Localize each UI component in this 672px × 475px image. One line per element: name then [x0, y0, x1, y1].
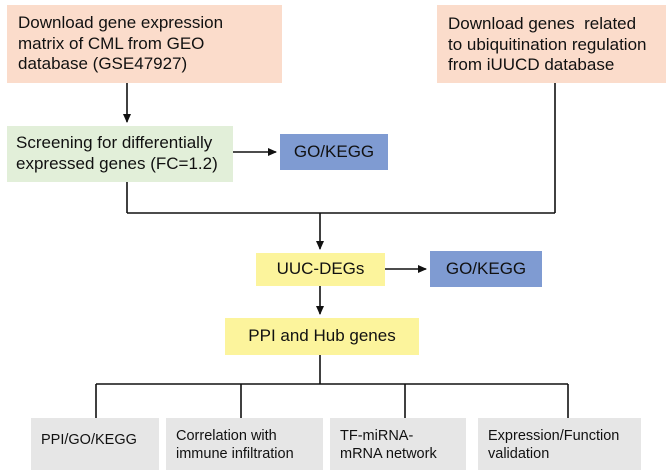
- bottom-box-line: Correlation with: [176, 428, 277, 444]
- geo-download-line: matrix of CML from GEO: [18, 33, 205, 53]
- immune-infiltration-box: Correlation with immune infiltration: [166, 418, 323, 470]
- screening-line: Screening for differentially: [16, 133, 213, 152]
- go-kegg-label: GO/KEGG: [293, 141, 375, 161]
- bottom-box-line: validation: [488, 445, 550, 462]
- go-kegg-label: GO/KEGG: [445, 258, 527, 278]
- bottom-box-line: PPI/GO/KEGG: [41, 432, 137, 448]
- iuucd-download-box: Download genes related to ubiquitination…: [437, 5, 666, 83]
- uuc-degs-box: UUC-DEGs: [256, 253, 385, 286]
- uuc-degs-label: UUC-DEGs: [276, 259, 365, 279]
- iuucd-download-line: from iUUCD database: [448, 55, 615, 75]
- screening-line: expressed genes (FC=1.2): [16, 153, 218, 173]
- bottom-box-line: TF-miRNA-: [340, 428, 414, 444]
- go-kegg-box-1: GO/KEGG: [280, 134, 388, 170]
- ppi-go-kegg-box: PPI/GO/KEGG: [31, 418, 159, 470]
- iuucd-download-line: Download genes related: [448, 14, 637, 33]
- iuucd-download-line: to ubiquitination regulation: [448, 34, 647, 54]
- ppi-hub-box: PPI and Hub genes: [225, 318, 419, 355]
- go-kegg-box-2: GO/KEGG: [430, 251, 542, 287]
- bottom-box-line: Expression/Function: [488, 428, 620, 444]
- bottom-box-line: immune infiltration: [176, 445, 294, 462]
- screening-box: Screening for differentially expressed g…: [7, 126, 233, 182]
- bottom-box-line: mRNA network: [340, 445, 437, 462]
- tf-mirna-network-box: TF-miRNA- mRNA network: [330, 418, 466, 470]
- geo-download-line: Download gene expression: [18, 13, 224, 32]
- ppi-hub-label: PPI and Hub genes: [248, 326, 396, 346]
- geo-download-line: database (GSE47927): [18, 54, 188, 74]
- expression-validation-box: Expression/Function validation: [478, 418, 641, 470]
- geo-download-box: Download gene expression matrix of CML f…: [7, 5, 282, 83]
